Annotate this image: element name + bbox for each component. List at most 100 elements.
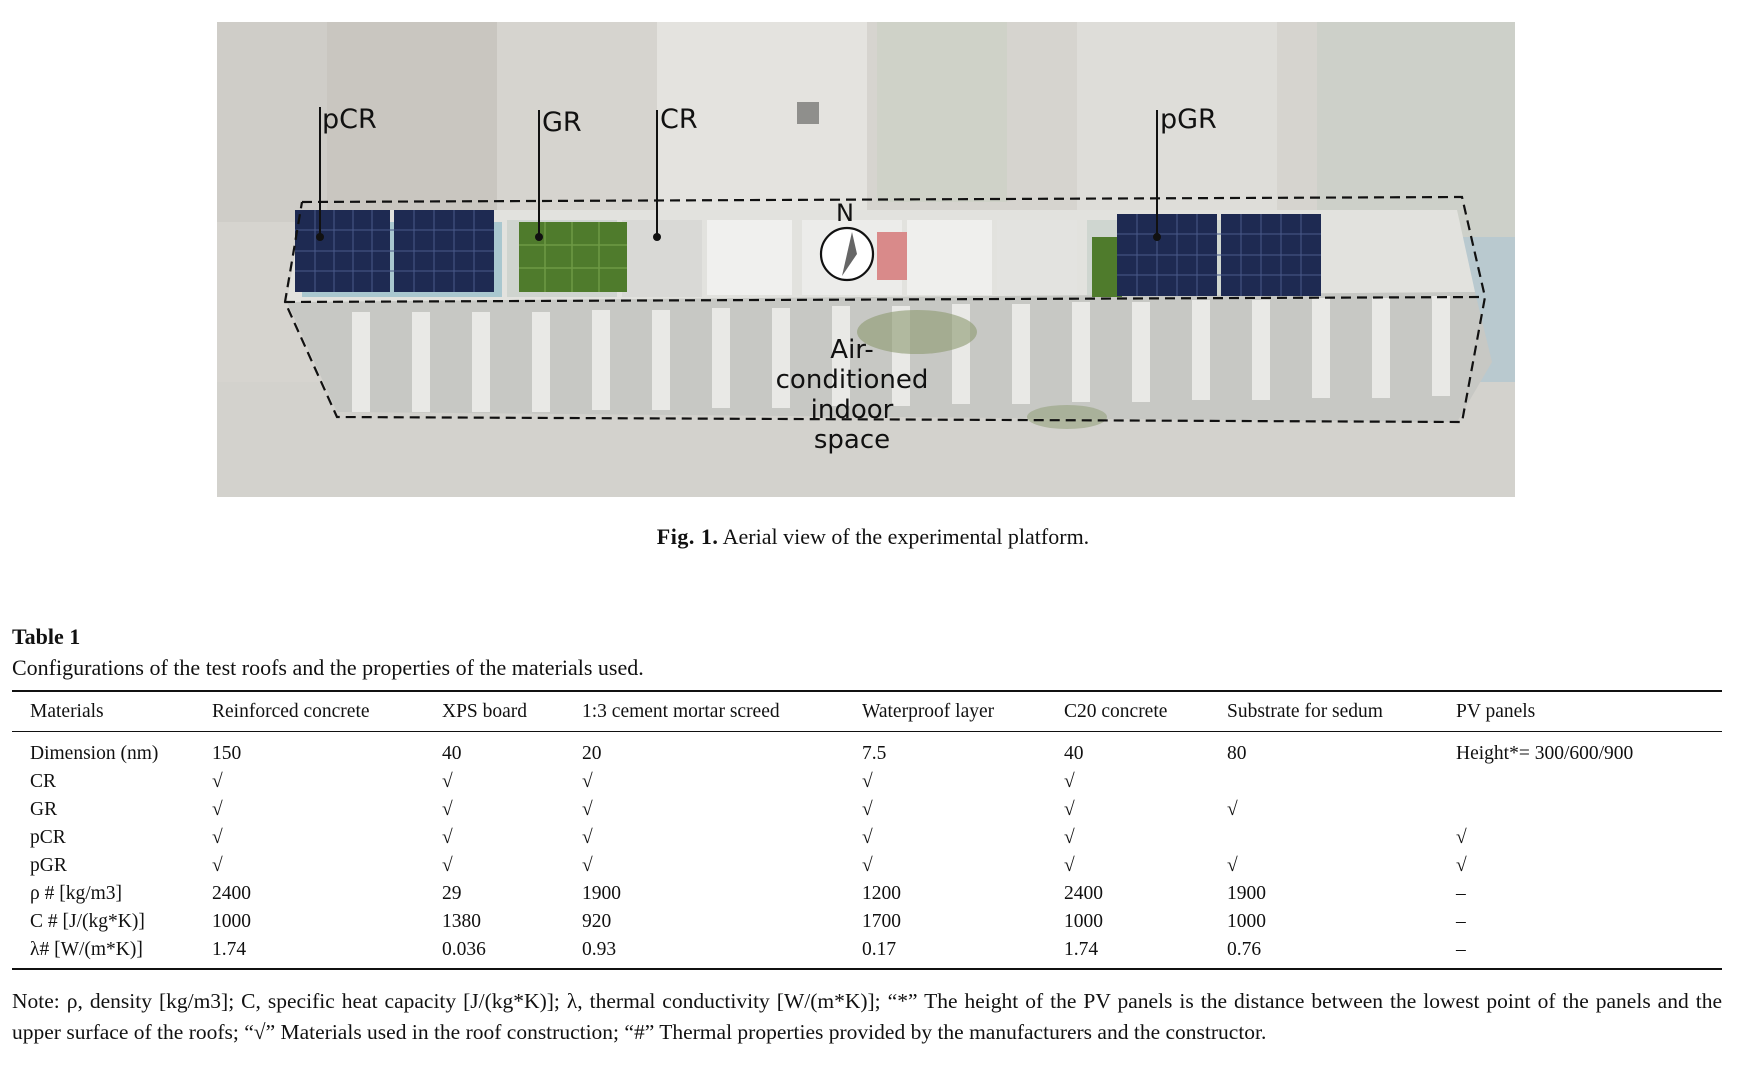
cell: √ xyxy=(862,771,873,792)
label-north: N xyxy=(836,199,854,227)
aerial-photo: pCR GR CR pGR N Air-conditioned indoor s… xyxy=(217,22,1515,497)
cell: 1380 xyxy=(442,911,481,932)
cell: 40 xyxy=(1064,743,1084,764)
cell: √ xyxy=(442,855,453,876)
cell: √ xyxy=(442,799,453,820)
cell: 1200 xyxy=(862,883,901,904)
figure-caption: Fig. 1. Aerial view of the experimental … xyxy=(0,524,1746,550)
cell xyxy=(1456,796,1722,824)
table-subtitle: Configurations of the test roofs and the… xyxy=(12,655,644,680)
cell: pGR xyxy=(30,855,67,876)
header-reinforced-concrete: Reinforced concrete xyxy=(212,701,370,722)
table-note: Note: ρ, density [kg/m3]; C, specific he… xyxy=(12,989,1722,1044)
gr-green-roof xyxy=(519,222,627,292)
cell: √ xyxy=(1227,799,1238,820)
table-row: Dimension (nm) 150 40 20 7.5 40 80 Heigh… xyxy=(12,732,1722,769)
figure-caption-label: Fig. 1. xyxy=(656,524,719,549)
label-indoor-line1: Air-conditioned xyxy=(775,335,929,395)
cell: 0.93 xyxy=(582,939,617,960)
cell: √ xyxy=(862,855,873,876)
cell: √ xyxy=(1227,855,1238,876)
cell: 7.5 xyxy=(862,743,887,764)
cell: 1000 xyxy=(212,911,251,932)
cell: √ xyxy=(862,799,873,820)
header-substrate-sedum: Substrate for sedum xyxy=(1227,701,1383,722)
cell: √ xyxy=(582,827,593,848)
cell: √ xyxy=(442,771,453,792)
table-title: Table 1 xyxy=(12,624,81,649)
cell: 150 xyxy=(212,743,242,764)
label-pgr: pGR xyxy=(1160,104,1217,135)
header-cement-mortar: 1:3 cement mortar screed xyxy=(582,701,780,722)
cell: 2400 xyxy=(1064,883,1103,904)
cell xyxy=(1227,768,1456,796)
cell: pCR xyxy=(30,827,66,848)
cell: √ xyxy=(1064,771,1075,792)
table-row: CR √ √ √ √ √ xyxy=(12,768,1722,796)
pgr-pv-panels xyxy=(1092,214,1321,297)
cell: √ xyxy=(1064,827,1075,848)
table-1: Table 1 Configurations of the test roofs… xyxy=(12,622,1722,970)
materials-table: Materials Reinforced concrete XPS board … xyxy=(12,690,1722,970)
cell: 1900 xyxy=(582,883,621,904)
cell: √ xyxy=(212,771,223,792)
header-pv-panels: PV panels xyxy=(1456,701,1536,722)
cell: Dimension (nm) xyxy=(30,743,159,764)
table-header-row: Materials Reinforced concrete XPS board … xyxy=(12,691,1722,732)
header-c20-concrete: C20 concrete xyxy=(1064,701,1168,722)
cell: √ xyxy=(212,799,223,820)
cell xyxy=(1456,768,1722,796)
cell: 1900 xyxy=(1227,883,1266,904)
table-row: C # [J/(kg*K)] 1000 1380 920 1700 1000 1… xyxy=(12,908,1722,936)
cell: 80 xyxy=(1227,743,1247,764)
cell: GR xyxy=(30,799,58,820)
label-indoor-space: Air-conditioned indoor space xyxy=(772,335,932,455)
cell: 2400 xyxy=(212,883,251,904)
label-cr: CR xyxy=(660,104,698,135)
cell: 0.17 xyxy=(862,939,897,960)
cell: 1000 xyxy=(1064,911,1103,932)
cell: √ xyxy=(582,771,593,792)
north-compass-icon xyxy=(819,226,875,282)
cell: √ xyxy=(442,827,453,848)
cell: 40 xyxy=(442,743,462,764)
figure-caption-text: Aerial view of the experimental platform… xyxy=(722,524,1090,549)
cell: √ xyxy=(1456,827,1467,848)
cell: 1.74 xyxy=(212,939,247,960)
cell: 20 xyxy=(582,743,602,764)
cell: Height*= 300/600/900 xyxy=(1456,743,1634,764)
cell: √ xyxy=(582,799,593,820)
cell: 29 xyxy=(442,883,462,904)
cell: √ xyxy=(1064,855,1075,876)
cell: C # [J/(kg*K)] xyxy=(30,911,145,932)
cell: √ xyxy=(1064,799,1075,820)
cell: ρ # [kg/m3] xyxy=(30,883,123,904)
cell: 1.74 xyxy=(1064,939,1099,960)
cell: 920 xyxy=(582,911,612,932)
header-xps-board: XPS board xyxy=(442,701,528,722)
cell: – xyxy=(1456,939,1466,960)
cell: √ xyxy=(862,827,873,848)
cell: – xyxy=(1456,911,1466,932)
cell: CR xyxy=(30,771,57,792)
cell: √ xyxy=(212,827,223,848)
cell: λ# [W/(m*K)] xyxy=(30,939,143,960)
cell: 0.036 xyxy=(442,939,486,960)
header-materials: Materials xyxy=(30,701,104,722)
cell: 1700 xyxy=(862,911,901,932)
table-row: ρ # [kg/m3] 2400 29 1900 1200 2400 1900 … xyxy=(12,880,1722,908)
cell: – xyxy=(1456,883,1466,904)
table-row: λ# [W/(m*K)] 1.74 0.036 0.93 0.17 1.74 0… xyxy=(12,936,1722,969)
pcr-pv-panels xyxy=(295,210,494,292)
cell xyxy=(1227,824,1456,852)
label-gr: GR xyxy=(542,107,582,138)
label-pcr: pCR xyxy=(322,104,377,135)
label-indoor-line2: indoor space xyxy=(810,395,894,455)
cell: √ xyxy=(582,855,593,876)
cell: √ xyxy=(212,855,223,876)
header-waterproof-layer: Waterproof layer xyxy=(862,701,995,722)
table-row: pGR √ √ √ √ √ √ √ xyxy=(12,852,1722,880)
cell: 0.76 xyxy=(1227,939,1262,960)
table-row: GR √ √ √ √ √ √ xyxy=(12,796,1722,824)
cell: √ xyxy=(1456,855,1467,876)
